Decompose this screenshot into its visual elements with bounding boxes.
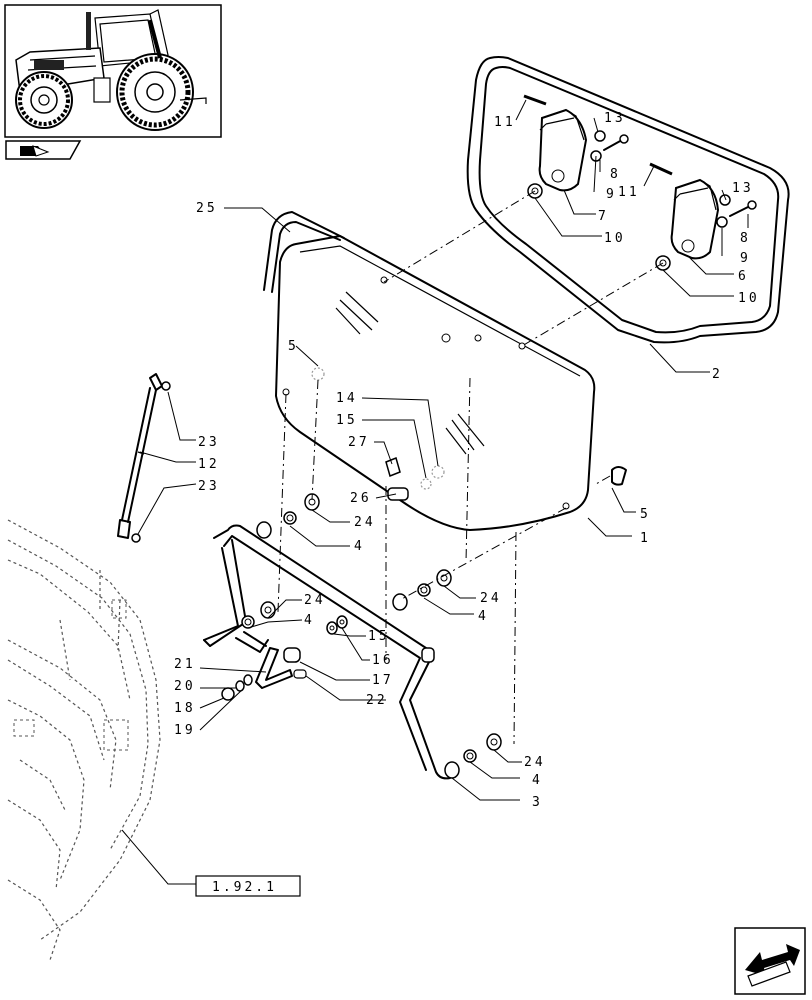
label-22: 22: [366, 693, 388, 708]
label-4-left: 4: [304, 613, 315, 628]
label-9-lower: 9: [740, 251, 751, 266]
label-8-upper: 8: [610, 167, 621, 182]
washer-set-24-4-upper: [256, 493, 320, 539]
hinge-part-7: [523, 94, 588, 192]
label-14: 14: [336, 391, 358, 406]
label-11-upper: 11: [494, 115, 516, 130]
label-24-left: 24: [304, 593, 326, 608]
next-page-arrow-icon[interactable]: [734, 927, 806, 995]
window-seal-part-2: [466, 56, 790, 344]
rear-glass-part-1: [263, 211, 596, 531]
cross-reference-text: 1.92.1: [212, 880, 277, 895]
label-20: 20: [174, 679, 196, 694]
label-16: 16: [372, 653, 394, 668]
label-11-lower: 11: [618, 185, 640, 200]
label-4-mid: 4: [478, 609, 489, 624]
cab-frame-reference: [7, 519, 161, 961]
label-10-upper: 10: [604, 231, 626, 246]
small-hardware-parts: [221, 615, 348, 701]
stud-part-5: [311, 367, 325, 381]
label-5-left: 5: [288, 339, 299, 354]
label-23-lower: 23: [198, 479, 220, 494]
cross-reference-box[interactable]: 1.92.1: [195, 875, 301, 897]
label-1: 1: [640, 531, 651, 546]
gas-strut-part-12: [117, 373, 171, 543]
label-19: 19: [174, 723, 196, 738]
label-2: 2: [712, 367, 723, 382]
label-21: 21: [174, 657, 196, 672]
leader-lines: [121, 99, 749, 885]
label-12: 12: [198, 457, 220, 472]
label-23-upper: 23: [198, 435, 220, 450]
label-27: 27: [348, 435, 370, 450]
label-5-right: 5: [640, 507, 651, 522]
label-13-lower: 13: [732, 181, 754, 196]
tractor-thumbnail: [4, 4, 222, 138]
label-15-upper: 15: [336, 413, 358, 428]
washer-set-24-4-left: [241, 601, 276, 629]
label-15-lower: 15: [368, 629, 390, 644]
label-3: 3: [532, 795, 543, 810]
washer-set-24-4-lower: [444, 733, 502, 779]
label-25: 25: [196, 201, 218, 216]
alignment-lines: [277, 190, 664, 745]
label-24-upper: 24: [354, 515, 376, 530]
latch-bracket-part-21: [255, 647, 293, 689]
label-17: 17: [372, 673, 394, 688]
label-24-mid: 24: [480, 591, 502, 606]
label-13-upper: 13: [604, 111, 626, 126]
label-4-upper: 4: [354, 539, 365, 554]
label-26: 26: [350, 491, 372, 506]
guard-bar-part-3: [203, 524, 451, 780]
latch-assembly: [385, 456, 445, 501]
label-7: 7: [598, 209, 609, 224]
label-6: 6: [738, 269, 749, 284]
hinge-part-6: [649, 162, 720, 260]
label-9-upper: 9: [606, 187, 617, 202]
catalog-nav-icon[interactable]: [5, 140, 82, 160]
label-4-lower: 4: [532, 773, 543, 788]
label-24-lower: 24: [524, 755, 546, 770]
callout-labels: 25 2 11 13 8 9 7 10 11 13 8 9 6 10 5 5 1…: [174, 111, 760, 810]
hinge-hardware-lower: [655, 194, 757, 271]
label-18: 18: [174, 701, 196, 716]
label-8-lower: 8: [740, 231, 751, 246]
label-10-lower: 10: [738, 291, 760, 306]
stud-part-5-right: [611, 466, 627, 486]
